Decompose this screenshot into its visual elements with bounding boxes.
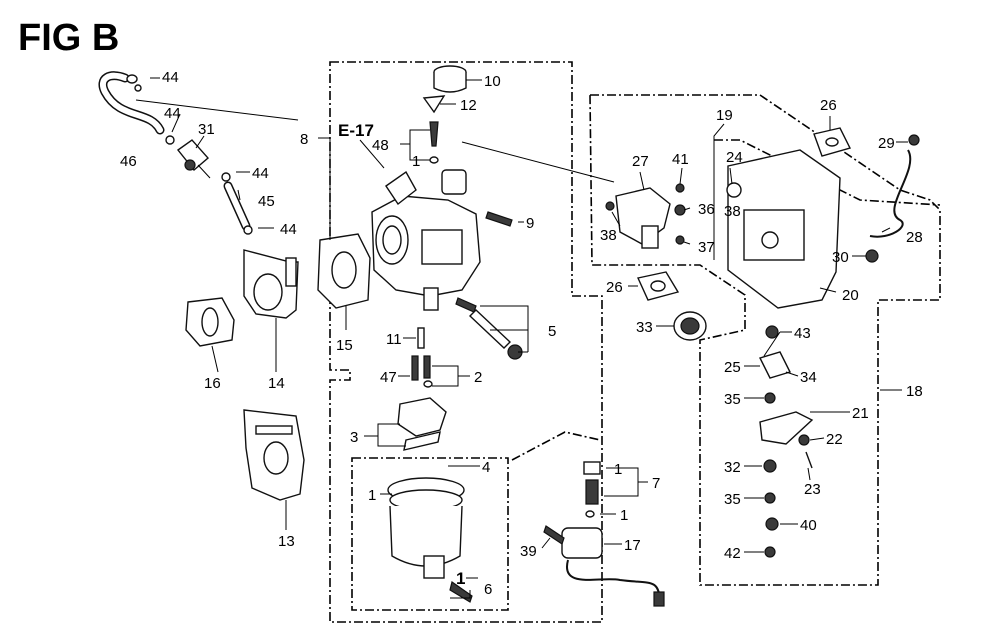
screw-9: [485, 211, 513, 227]
callout-17: 17: [624, 537, 641, 554]
callout-1d: 1: [614, 461, 622, 478]
gasket-26-mid: [637, 271, 680, 301]
callout-26b: 26: [606, 279, 623, 296]
cap-10: [433, 65, 467, 93]
callout-33: 33: [636, 319, 653, 336]
plate-13: [243, 409, 305, 501]
insulator-14: [243, 249, 299, 319]
gasket-16: [185, 297, 235, 347]
screw-48: [429, 121, 439, 164]
callout-8: 8: [300, 131, 308, 148]
main-jet-11: [417, 327, 425, 349]
leader-lines: [135, 77, 908, 599]
callout-4: 4: [482, 459, 490, 476]
callout-44d: 44: [280, 221, 297, 238]
figure-title: FIG B: [18, 17, 119, 59]
callout-45: 45: [258, 193, 275, 210]
callout-40: 40: [800, 517, 817, 534]
callout-1c: 1: [456, 569, 465, 588]
callout-31: 31: [198, 121, 215, 138]
carburetor-body: [371, 169, 481, 311]
callout-47: 47: [380, 369, 397, 386]
nut-30: [865, 249, 879, 263]
callout-16: 16: [204, 375, 221, 392]
callout-44c: 44: [252, 165, 269, 182]
callout-10: 10: [484, 73, 501, 90]
callout-20: 20: [842, 287, 859, 304]
callout-1b: 1: [368, 487, 376, 504]
callout-42: 42: [724, 545, 741, 562]
callout-37: 37: [698, 239, 715, 256]
callout-3: 3: [350, 429, 358, 446]
clip-44-top: [126, 74, 142, 92]
callout-21: 21: [852, 405, 869, 422]
pilot-screw-5: [455, 297, 523, 360]
callout-13: 13: [278, 533, 295, 550]
callout-35a: 35: [724, 391, 741, 408]
callout-15: 15: [336, 337, 353, 354]
callout-7: 7: [652, 475, 660, 492]
carburetor-bowl-subframe: [351, 457, 509, 611]
callout-29: 29: [878, 135, 895, 152]
clip-44-mid: [165, 135, 175, 145]
callout-35b: 35: [724, 491, 741, 508]
callout-22: 22: [826, 431, 843, 448]
pulley-33: [673, 311, 707, 341]
callout-44a: 44: [162, 69, 179, 86]
callout-12: 12: [460, 97, 477, 114]
callout-24: 24: [726, 149, 743, 166]
fuel-cut-solenoid-17: [543, 525, 665, 607]
callout-14: 14: [268, 375, 285, 392]
gasket-26-top: [813, 127, 852, 157]
callout-5: 5: [548, 323, 556, 340]
control-base-20: [726, 149, 841, 309]
callout-26a: 26: [820, 97, 837, 114]
needle-jet-47: [411, 355, 433, 388]
gasket-15: [317, 233, 371, 309]
callout-32: 32: [724, 459, 741, 476]
callout-27: 27: [632, 153, 649, 170]
callout-9: 9: [526, 215, 534, 232]
drain-screw-7: [583, 461, 601, 518]
callout-28: 28: [906, 229, 923, 246]
callout-46: 46: [120, 153, 137, 170]
fuel-hose-45: [221, 172, 253, 235]
fuel-cut-subframe: [511, 431, 601, 461]
callout-44b: 44: [164, 105, 181, 122]
callout-43: 43: [794, 325, 811, 342]
choke-lever-27: [605, 183, 686, 249]
lever-hardware-stack: [759, 325, 814, 558]
plate-12: [422, 95, 446, 114]
reference-e17: E-17: [338, 121, 374, 140]
callout-18: 18: [906, 383, 923, 400]
callout-34: 34: [800, 369, 817, 386]
spring-28-29: [869, 134, 920, 238]
callout-39: 39: [520, 543, 537, 560]
callout-6: 6: [484, 581, 492, 598]
float-3: [397, 397, 447, 451]
callout-23: 23: [804, 481, 821, 498]
callout-1a: 1: [412, 153, 420, 170]
callout-19: 19: [716, 107, 733, 124]
callout-labels: 44 44 44 44 31 46 45 8 E-17 16 14 15 13 …: [120, 69, 923, 598]
callout-11: 11: [386, 331, 402, 348]
callout-25: 25: [724, 359, 741, 376]
fuel-filter-31: [176, 139, 211, 179]
control-group-frame: [589, 94, 941, 586]
carburetor-group-frame: [329, 61, 603, 623]
callout-1e: 1: [620, 507, 628, 524]
float-bowl-4: [387, 477, 473, 603]
callout-41: 41: [672, 151, 689, 168]
callout-48: 48: [372, 137, 389, 154]
callout-38a: 38: [600, 227, 617, 244]
callout-38b: 38: [724, 203, 741, 220]
callout-30: 30: [832, 249, 849, 266]
fuel-hose-46: [98, 71, 165, 135]
callout-2: 2: [474, 369, 482, 386]
callout-36: 36: [698, 201, 715, 218]
